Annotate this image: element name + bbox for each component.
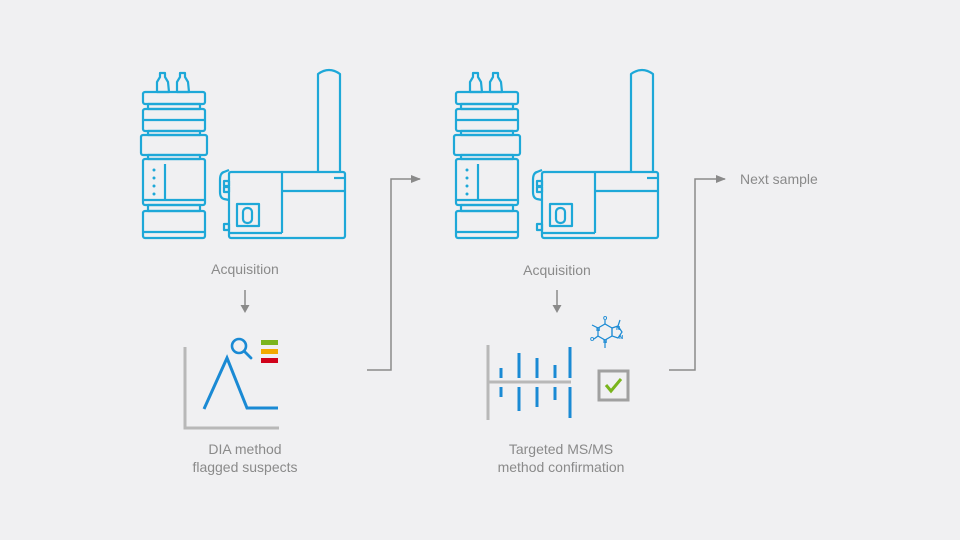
down-arrow-icon [240,290,250,313]
svg-text:O: O [590,337,594,343]
flag-red [261,358,278,363]
targeted-label-line2: method confirmation [497,459,625,475]
next-sample-label: Next sample [740,171,818,187]
traffic-light-flags-icon [261,340,278,363]
caffeine-molecule-icon: O O N N N N [590,316,623,348]
step-label-acquisition-1: Acquisition [211,261,279,277]
svg-text:N: N [616,326,620,332]
connector-arrow [669,175,726,371]
dia-label-line2: flagged suspects [192,459,298,475]
lc-ms-instrument-icon [452,68,660,240]
targeted-label-line1: Targeted MS/MS [508,441,614,457]
step-label-acquisition-2: Acquisition [523,262,591,278]
chromatogram-peak-icon [183,347,279,430]
flag-orange [261,349,278,354]
down-arrow-icon [552,290,562,313]
checkbox-check-icon [597,369,630,402]
step-label-dia: DIA method flagged suspects [170,440,320,476]
connector-arrow [367,175,421,371]
svg-text:N: N [619,335,623,341]
svg-text:O: O [603,316,607,322]
svg-text:N: N [603,339,607,345]
flag-green [261,340,278,345]
svg-text:N: N [596,327,600,333]
magnifier-icon [230,337,253,360]
lc-ms-instrument-icon [139,68,347,240]
ms-spectrum-icon [486,345,572,420]
dia-label-line1: DIA method [208,441,282,457]
step-label-targeted: Targeted MS/MS method confirmation [476,440,646,476]
